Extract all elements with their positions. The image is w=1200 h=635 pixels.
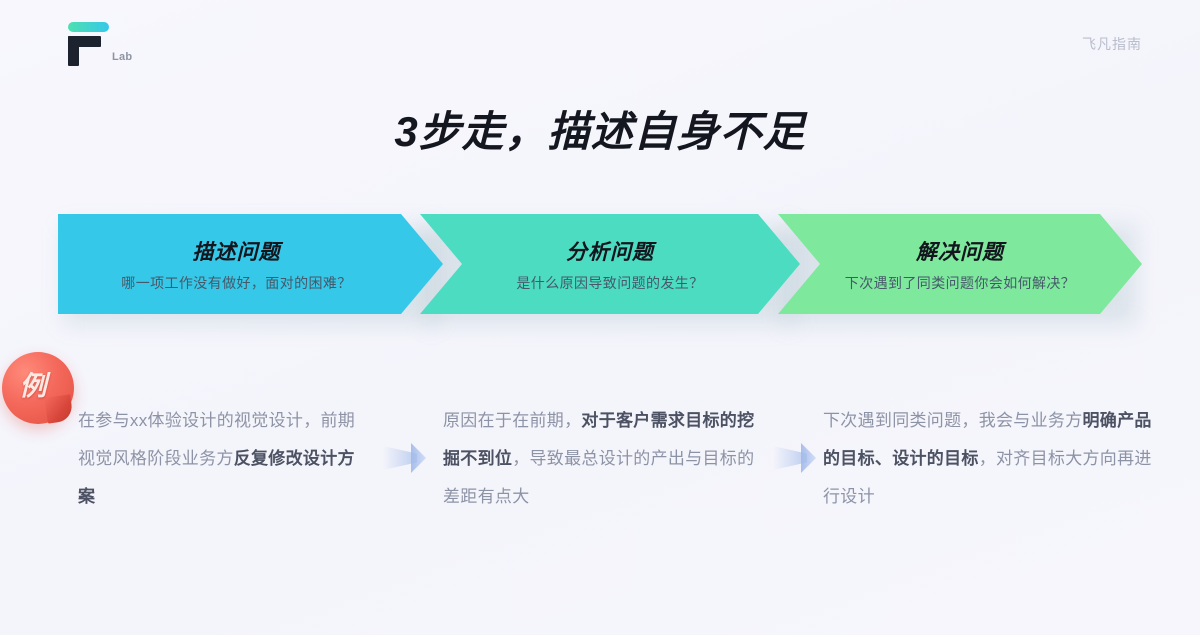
step-banner-3: 解决问题 下次遇到了同类问题你会如何解决？: [778, 214, 1142, 324]
column-emphasis-text: 明确产品的目标、设计的目标: [823, 411, 1152, 468]
step-banner-group: 描述问题 哪一项工作没有做好，面对的困难？ 分析问题 是什么原因导致问题的发生？…: [0, 214, 1200, 324]
banner-shape: [420, 214, 800, 314]
column-lead-text: 下次遇到同类问题，我会与业务方: [823, 411, 1083, 430]
column-emphasis-text: 对于客户需求目标的挖掘不到位: [443, 411, 755, 468]
logo-f-stem: [68, 36, 79, 66]
chevron-head: [801, 443, 816, 473]
logo-bar-icon: [68, 22, 109, 32]
logo-wordmark: Lab: [112, 51, 133, 63]
step-banner-2: 分析问题 是什么原因导致问题的发生？: [420, 214, 800, 324]
chevron-head: [411, 443, 426, 473]
example-columns: 在参与xx体验设计的视觉设计，前期视觉风格阶段业务方反复修改设计方案 原因在于在…: [0, 402, 1200, 532]
banner-subtitle: 下次遇到了同类问题你会如何解决？: [844, 274, 1076, 291]
page-title: 3步走，描述自身不足: [394, 108, 806, 155]
banner-subtitle: 哪一项工作没有做好，面对的困难？: [121, 274, 352, 291]
example-column-2: 原因在于在前期，对于客户需求目标的挖掘不到位，导致最总设计的产出与目标的差距有点…: [443, 402, 763, 516]
step-banner-1: 描述问题 哪一项工作没有做好，面对的困难？: [58, 214, 443, 324]
logo-f-icon: [68, 36, 108, 66]
chevron-right-icon: [773, 434, 821, 482]
column-emphasis-text: 反复修改设计方案: [78, 449, 355, 506]
banner-subtitle: 是什么原因导致问题的发生？: [516, 274, 704, 291]
column-tail-text: ，导致最总设计的产出与目标的差距有点大: [443, 449, 755, 506]
example-column-1: 在参与xx体验设计的视觉设计，前期视觉风格阶段业务方反复修改设计方案: [78, 402, 368, 516]
banner-title: 分析问题: [566, 240, 654, 264]
banner-title: 解决问题: [916, 240, 1004, 264]
brand-logo: Lab: [58, 18, 178, 66]
chevron-right-icon: [383, 434, 431, 482]
banner-text: 解决问题 下次遇到了同类问题你会如何解决？: [778, 236, 1142, 293]
banner-shape: [778, 214, 1142, 314]
example-column-3: 下次遇到同类问题，我会与业务方明确产品的目标、设计的目标，对齐目标大方向再进行设…: [823, 402, 1153, 516]
badge-label: 例: [19, 370, 47, 401]
banner-text: 分析问题 是什么原因导致问题的发生？: [420, 236, 800, 293]
column-lead-text: 在参与xx体验设计的视觉设计，前期视觉风格阶段业务方: [78, 411, 356, 468]
logo-f-arm: [68, 36, 101, 47]
banner-title: 描述问题: [192, 240, 281, 264]
example-badge: 例: [2, 352, 74, 424]
banner-text: 描述问题 哪一项工作没有做好，面对的困难？: [58, 236, 443, 293]
column-lead-text: 原因在于在前期，: [443, 411, 582, 430]
column-tail-text: ，对齐目标大方向再进行设计: [823, 449, 1152, 506]
banner-shape: [58, 214, 443, 314]
corner-note: 飞凡指南: [1082, 36, 1142, 52]
